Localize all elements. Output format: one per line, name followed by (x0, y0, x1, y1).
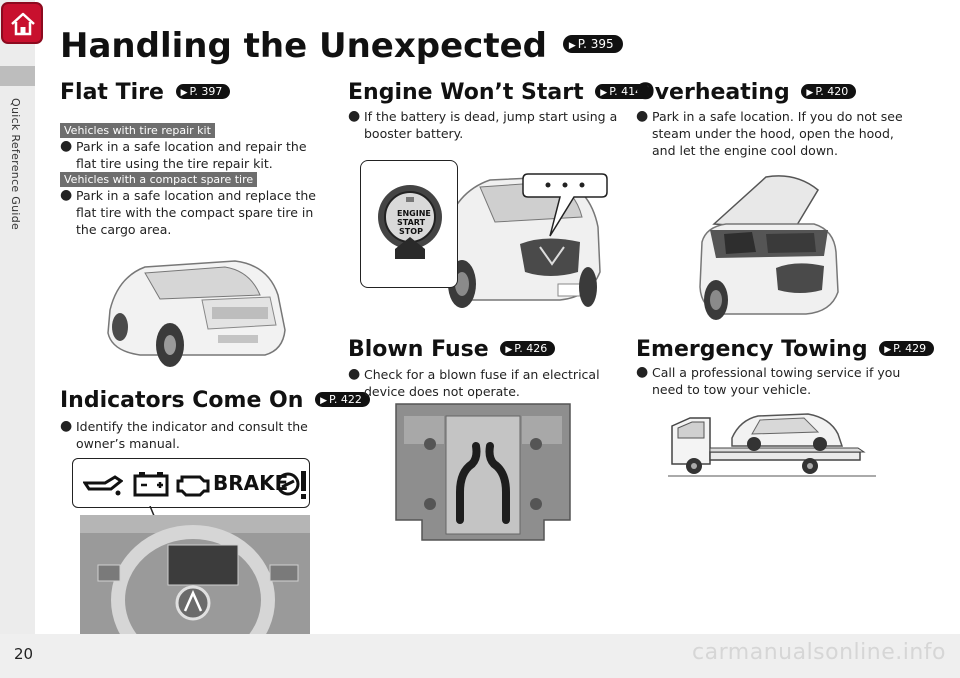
bullet-icon: ● (60, 187, 73, 203)
engine-button-label: ENGINE START STOP (397, 209, 431, 236)
overheating-reference-link[interactable]: ▶P. 420 (801, 83, 857, 99)
arrow-right-icon: ▶ (505, 344, 513, 355)
speech-bubble-icon (522, 173, 608, 237)
indicators-reference-link[interactable]: ▶P. 422 (315, 391, 370, 407)
home-icon (11, 12, 35, 36)
page-reference-link[interactable]: ▶P. 395 (562, 34, 623, 53)
flat-tire-heading: Flat Tire ▶P. 397 (60, 80, 231, 105)
overheating-bullet: ● Park in a safe location. If you do not… (636, 108, 903, 158)
battery-icon (133, 472, 169, 497)
bullet-icon: ● (636, 364, 649, 380)
page-title: Handling the Unexpected ▶P. 395 (60, 26, 623, 66)
watermark: carmanualsonline.info (692, 640, 946, 665)
engine-start-button-icon (378, 185, 442, 259)
brake-indicator-text: BRAKE (213, 471, 289, 495)
warning-indicators-panel: BRAKE (72, 458, 310, 508)
car-open-hood-illustration (699, 175, 839, 320)
tire-repair-kit-tag: Vehicles with tire repair kit (60, 123, 215, 138)
towing-heading: Emergency Towing ▶P. 429 (636, 337, 935, 362)
arrow-right-icon: ▶ (884, 344, 892, 355)
flat-tire-bullet-2: ● Park in a safe location and replace th… (60, 187, 316, 237)
footer-bar (0, 634, 960, 678)
bullet-icon: ● (348, 366, 361, 382)
sidebar-active-tab (0, 66, 35, 86)
bullet-icon: ● (60, 418, 73, 434)
bullet-icon: ● (636, 108, 649, 124)
flat-tire-reference-link[interactable]: ▶P. 397 (175, 83, 231, 99)
home-button[interactable] (1, 2, 43, 44)
engine-heading: Engine Won’t Start ▶P. 414 (348, 80, 651, 105)
blown-fuse-heading: Blown Fuse ▶P. 426 (348, 337, 556, 362)
engine-reference-link[interactable]: ▶P. 414 (595, 83, 651, 99)
compact-spare-tire-tag: Vehicles with a compact spare tire (60, 172, 258, 187)
oil-pressure-icon (83, 475, 123, 496)
blown-fuse-illustration (395, 403, 571, 541)
indicators-heading: Indicators Come On ▶P. 422 (60, 388, 370, 413)
tire-pressure-icon (276, 471, 306, 499)
sidebar-section-label[interactable]: Quick Reference Guide (9, 98, 22, 231)
blown-fuse-reference-link[interactable]: ▶P. 426 (500, 340, 556, 356)
arrow-right-icon: ▶ (320, 395, 327, 406)
arrow-right-icon: ▶ (180, 87, 188, 98)
overheating-heading: Overheating ▶P. 420 (636, 80, 857, 105)
arrow-right-icon: ▶ (600, 87, 608, 98)
arrow-right-icon: ▶ (568, 40, 576, 51)
engine-start-button-panel: ENGINE START STOP (360, 160, 458, 288)
bullet-icon: ● (348, 108, 361, 124)
page-number: 20 (14, 645, 34, 663)
towing-bullet: ● Call a professional towing service if … (636, 364, 901, 397)
tow-truck-illustration (668, 413, 876, 477)
towing-reference-link[interactable]: ▶P. 429 (879, 340, 935, 356)
check-engine-icon (176, 475, 210, 497)
sidebar (0, 0, 35, 678)
flat-tire-bullet-1: ● Park in a safe location and repair the… (60, 138, 307, 171)
indicators-bullet: ● Identify the indicator and consult the… (60, 418, 308, 451)
engine-bullet: ● If the battery is dead, jump start usi… (348, 108, 618, 141)
suv-flat-tire-illustration (107, 260, 286, 367)
arrow-right-icon: ▶ (806, 87, 814, 98)
bullet-icon: ● (60, 138, 73, 154)
dashboard-illustration (80, 515, 310, 635)
blown-fuse-bullet: ● Check for a blown fuse if an electrica… (348, 366, 600, 399)
